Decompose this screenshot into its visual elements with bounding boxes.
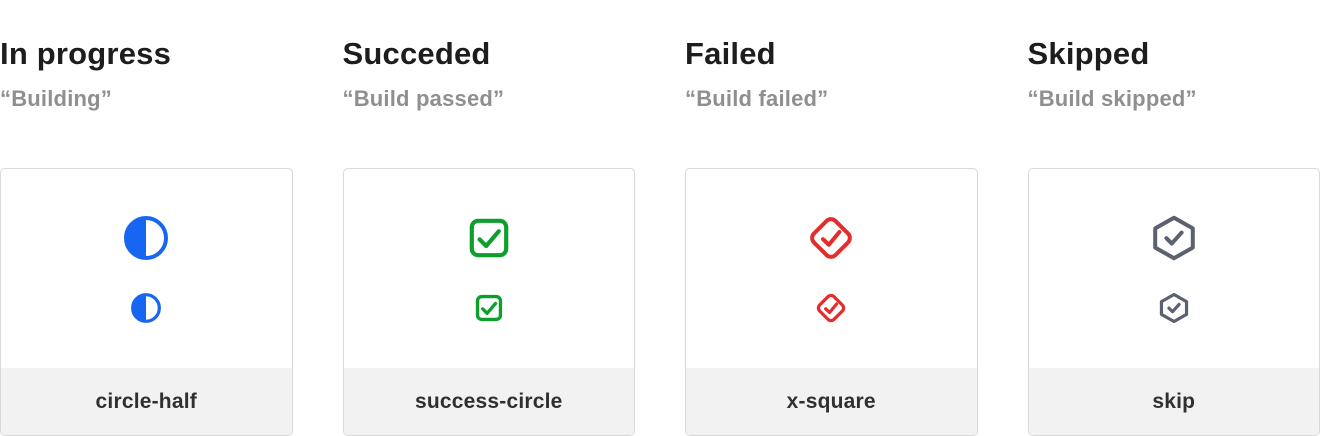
check-hexagon-icon [1150, 214, 1198, 262]
icon-card: circle-half [0, 168, 293, 436]
icon-card-body [1029, 169, 1320, 368]
column-heading: In progress [0, 36, 172, 71]
status-column-succeeded: Succeded “Build passed” [342, 0, 635, 436]
check-square-icon [465, 214, 513, 262]
check-diamond-icon [807, 214, 855, 262]
icon-card: success-circle [342, 168, 635, 436]
icon-card: x-square [685, 168, 978, 436]
icon-name-label: circle-half [1, 368, 292, 435]
circle-half-icon [122, 214, 170, 262]
column-heading: Skipped [1027, 36, 1150, 71]
column-heading: Succeded [342, 36, 491, 71]
column-subtitle: “Building” [0, 86, 112, 111]
column-heading: Failed [685, 36, 776, 71]
icon-card-body [344, 169, 635, 368]
icon-name-label: skip [1028, 368, 1319, 435]
check-diamond-icon-small [815, 292, 847, 324]
check-hexagon-icon-small [1158, 292, 1190, 324]
icon-name-label: success-circle [343, 368, 634, 435]
column-subtitle: “Build skipped” [1027, 86, 1197, 111]
check-square-icon-small [473, 292, 505, 324]
status-column-skipped: Skipped “Build skipped” [1027, 0, 1320, 436]
status-column-failed: Failed “Build failed” [685, 0, 978, 436]
icon-name-label: x-square [686, 368, 977, 435]
icon-card-body [1, 169, 292, 368]
icon-card-body [686, 169, 977, 368]
status-column-in-progress: In progress “Building” [0, 0, 293, 436]
column-subtitle: “Build passed” [342, 86, 505, 111]
column-subtitle: “Build failed” [685, 86, 829, 111]
icon-card: skip [1027, 168, 1320, 436]
circle-half-icon-small [130, 292, 162, 324]
